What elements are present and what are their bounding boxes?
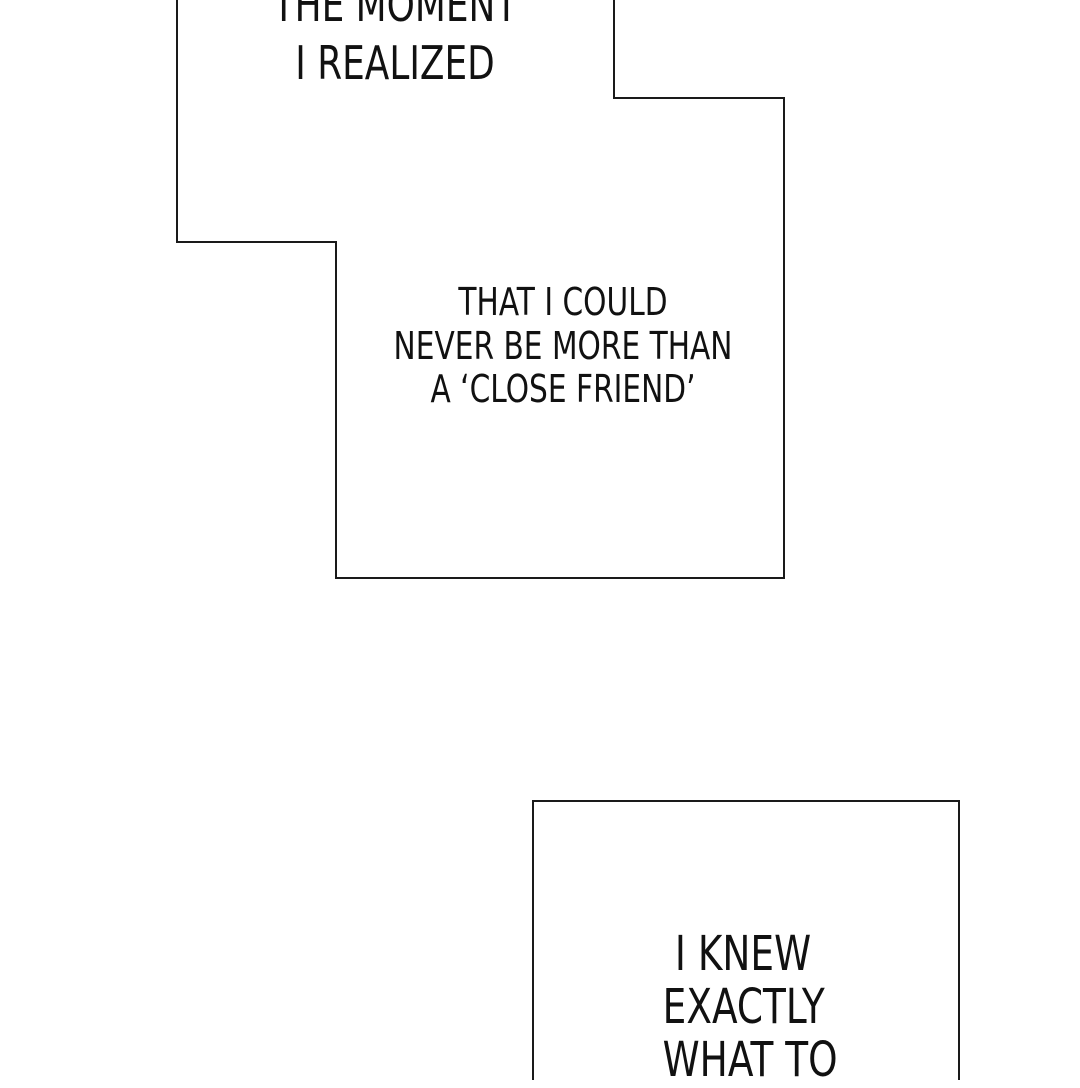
caption-line: NEVER BE MORE THAN	[393, 323, 733, 368]
caption-line: THAT I COULD	[458, 280, 668, 324]
caption-line: EXACTLY	[662, 979, 825, 1035]
caption-the-moment-i-realized: THE MOMENT I REALIZED	[273, 0, 518, 92]
caption-line: I KNEW	[674, 926, 812, 982]
caption-line: THE MOMENT	[272, 0, 518, 32]
caption-line: WHAT TO	[662, 1032, 838, 1088]
caption-line: A ‘CLOSE FRIEND’	[430, 367, 696, 411]
caption-close-friend: THAT I COULD NEVER BE MORE THAN A ‘CLOSE…	[389, 280, 737, 412]
upper-panel-border	[176, 0, 785, 579]
lower-panel-border	[532, 800, 960, 1080]
caption-i-knew-exactly-what-to: I KNEW EXACTLY WHAT TO	[662, 926, 838, 1088]
caption-line: I REALIZED	[295, 36, 495, 90]
